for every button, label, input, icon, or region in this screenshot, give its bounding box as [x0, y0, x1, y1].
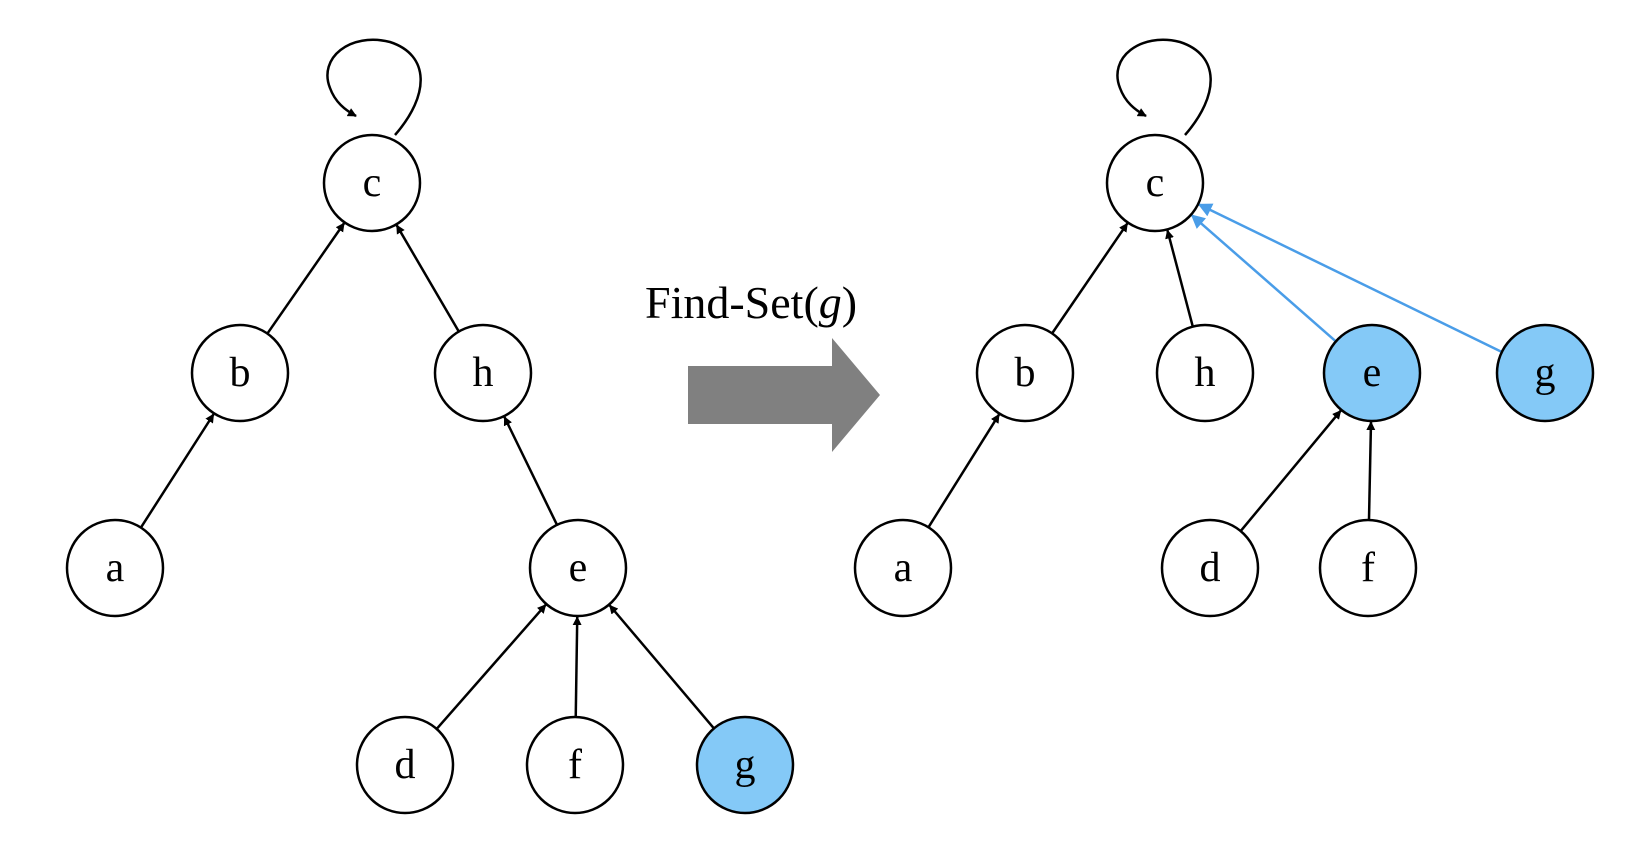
- node-g: g: [695, 715, 795, 815]
- node-circle: [190, 323, 290, 423]
- node-d: d: [355, 715, 455, 815]
- node-circle: [1318, 518, 1418, 618]
- before-tree: c b h a e d f g: [65, 38, 795, 815]
- node-label: a: [894, 545, 913, 591]
- node-f: f: [1318, 518, 1418, 618]
- node-h: h: [433, 323, 533, 423]
- node-circle: [322, 133, 422, 233]
- node-label: e: [569, 545, 588, 591]
- node-circle: [975, 323, 1075, 423]
- parent-edge-b-to-c: [1051, 222, 1129, 335]
- node-label: b: [230, 350, 251, 396]
- node-circle: [1160, 518, 1260, 618]
- node-b: b: [190, 323, 290, 423]
- root-self-loop: [1116, 38, 1212, 136]
- parent-edge-f-to-e: [1366, 421, 1376, 521]
- node-circle: [355, 715, 455, 815]
- node-circle: [1155, 323, 1255, 423]
- node-circle: [695, 715, 795, 815]
- node-label: d: [1200, 545, 1221, 591]
- node-label: a: [106, 545, 125, 591]
- parent-edge-a-to-b: [139, 413, 215, 529]
- parent-edge-f-to-e: [572, 616, 582, 718]
- after-tree: c b h e g a d f: [853, 38, 1595, 618]
- node-d: d: [1160, 518, 1260, 618]
- compressed-edge-e-to-c: [1190, 214, 1337, 343]
- node-g: g: [1495, 323, 1595, 423]
- node-label: g: [1535, 350, 1556, 396]
- node-circle: [525, 715, 625, 815]
- node-label: d: [395, 742, 416, 788]
- node-circle: [528, 518, 628, 618]
- root-self-loop: [326, 38, 422, 136]
- node-circle: [1322, 323, 1422, 423]
- right-arrow-icon: [688, 338, 880, 452]
- parent-edge-a-to-b: [927, 413, 1001, 528]
- node-label: f: [568, 742, 582, 788]
- parent-edge-g-to-e: [608, 604, 715, 730]
- node-label: c: [1146, 160, 1165, 206]
- node-circle: [853, 518, 953, 618]
- parent-edge-d-to-e: [1239, 409, 1342, 532]
- node-a: a: [65, 518, 165, 618]
- node-f: f: [525, 715, 625, 815]
- node-label: h: [1195, 350, 1216, 396]
- parent-edge-e-to-h: [503, 416, 559, 526]
- node-h: h: [1155, 323, 1255, 423]
- node-c: c: [1105, 133, 1205, 233]
- operation-label: Find-Set(g): [645, 277, 857, 328]
- node-a: a: [853, 518, 953, 618]
- parent-edge-h-to-c: [1165, 229, 1194, 327]
- parent-edge-b-to-c: [266, 222, 346, 335]
- node-label: g: [735, 742, 756, 788]
- node-label: c: [363, 160, 382, 206]
- node-e: e: [1322, 323, 1422, 423]
- operation-arrow: [688, 338, 880, 452]
- node-label: h: [473, 350, 494, 396]
- parent-edge-d-to-e: [435, 603, 547, 730]
- node-b: b: [975, 323, 1075, 423]
- node-e: e: [528, 518, 628, 618]
- node-c: c: [322, 133, 422, 233]
- parent-edge-h-to-c: [395, 224, 460, 333]
- node-label: b: [1015, 350, 1036, 396]
- node-circle: [1495, 323, 1595, 423]
- node-circle: [1105, 133, 1205, 233]
- compressed-edge-g-to-c: [1197, 203, 1503, 354]
- node-label: e: [1363, 350, 1382, 396]
- node-circle: [65, 518, 165, 618]
- node-circle: [433, 323, 533, 423]
- node-label: f: [1361, 545, 1375, 591]
